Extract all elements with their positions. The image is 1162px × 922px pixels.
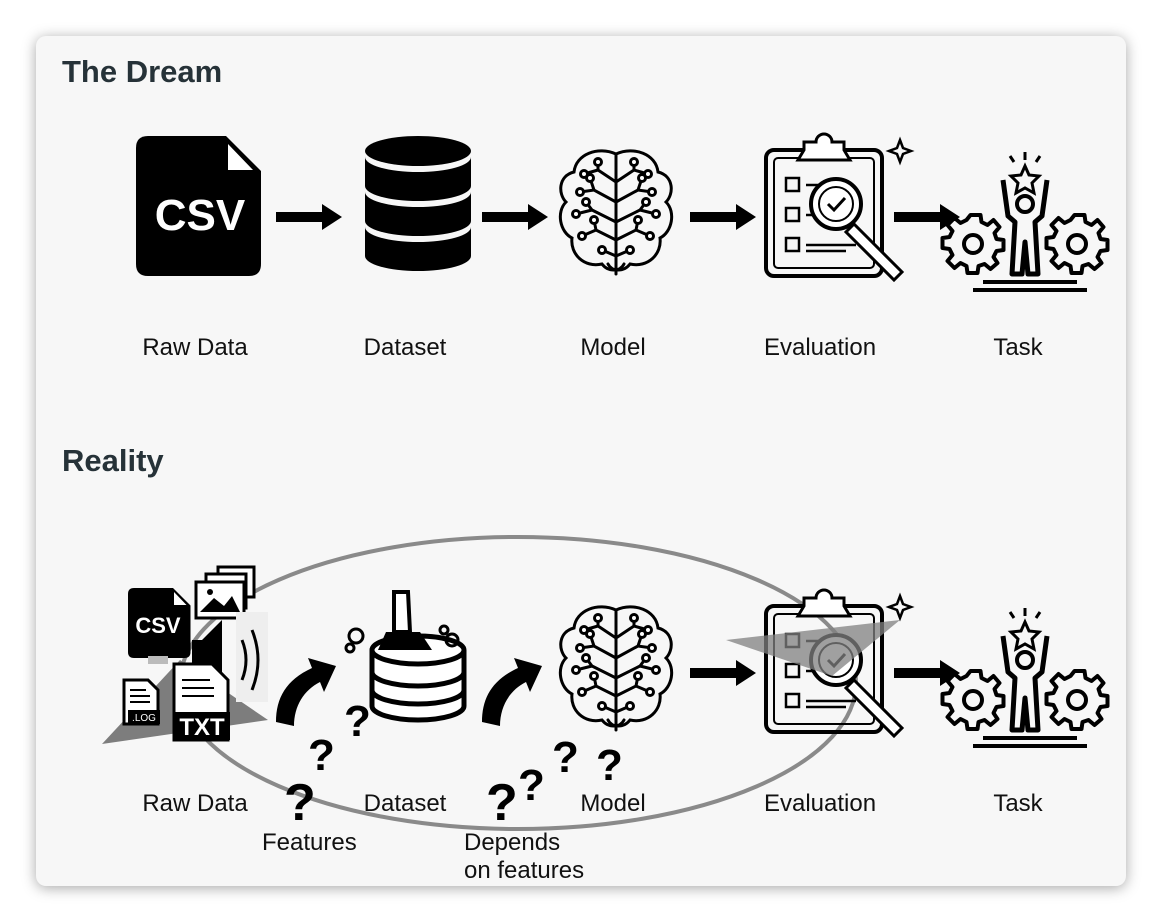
reality-arrow-3 bbox=[690, 660, 756, 686]
dream-label-model: Model bbox=[580, 334, 646, 361]
reality-label-evaluation: Evaluation bbox=[763, 790, 877, 817]
log-label: .LOG bbox=[132, 713, 156, 724]
reality-curved-arrow-2 bbox=[482, 658, 542, 726]
dream-label-dataset: Dataset bbox=[363, 334, 447, 361]
reality-dataset-cleaning-icon bbox=[344, 590, 467, 723]
question-marks: ? ? ? ? ? ? ? bbox=[284, 697, 623, 832]
evaluation-feedback-wedge bbox=[726, 620, 900, 676]
dream-arrow-1 bbox=[276, 204, 342, 230]
question-mark: ? bbox=[344, 697, 371, 746]
dream-model-icon bbox=[558, 149, 674, 276]
reality-label-raw-data: Raw Data bbox=[142, 790, 248, 817]
reality-model-icon bbox=[558, 605, 674, 732]
dream-label-evaluation: Evaluation bbox=[763, 334, 877, 361]
dream-label-task: Task bbox=[993, 334, 1043, 361]
dream-dataset-icon bbox=[365, 136, 471, 271]
csv-label: CSV bbox=[155, 191, 246, 240]
question-mark: ? bbox=[596, 741, 623, 790]
reality-label-dataset: Dataset bbox=[363, 790, 447, 817]
dream-arrow-2 bbox=[482, 204, 548, 230]
dream-raw-data-icon: CSV bbox=[136, 136, 261, 276]
dream-evaluation-icon bbox=[764, 132, 913, 282]
reality-raw-data-icon: CSV .LOG TXT bbox=[102, 565, 268, 744]
depends-note-line2: on features bbox=[464, 857, 585, 884]
depends-note-line1: Depends bbox=[464, 829, 561, 856]
reality-curved-arrow-1 bbox=[276, 658, 336, 726]
question-mark: ? bbox=[518, 761, 545, 810]
question-mark: ? bbox=[552, 733, 579, 782]
dream-arrow-3 bbox=[690, 204, 756, 230]
question-mark: ? bbox=[486, 774, 518, 832]
dream-section-title: The Dream bbox=[62, 54, 223, 89]
reality-task-icon bbox=[943, 608, 1108, 746]
log-file-icon: .LOG bbox=[122, 678, 160, 726]
image-files-icon bbox=[194, 565, 256, 620]
dream-label-raw-data: Raw Data bbox=[142, 334, 248, 361]
question-mark: ? bbox=[308, 731, 335, 780]
reality-label-task: Task bbox=[993, 790, 1043, 817]
features-note: Features bbox=[262, 829, 357, 856]
question-mark: ? bbox=[284, 774, 316, 832]
reality-section-title: Reality bbox=[62, 443, 164, 478]
csv-small-label: CSV bbox=[135, 613, 181, 638]
reality-label-model: Model bbox=[580, 790, 646, 817]
txt-label: TXT bbox=[179, 714, 225, 741]
dream-task-icon bbox=[943, 152, 1108, 290]
txt-file-icon: TXT bbox=[172, 662, 230, 742]
